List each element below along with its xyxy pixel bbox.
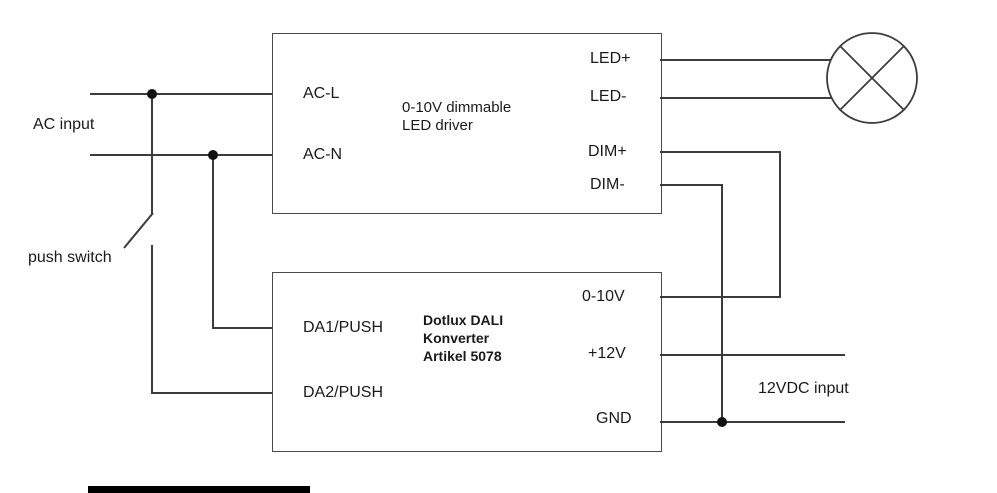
wire-switch-upper [151, 93, 153, 214]
push-switch-icon [123, 212, 154, 249]
converter-title-line1: Dotlux DALI [423, 312, 504, 328]
converter-box-title: Dotlux DALI Konverter Artikel 5078 [423, 311, 503, 366]
driver-box-title: 0-10V dimmable LED driver [402, 99, 511, 135]
terminal-ac-n: AC-N [303, 146, 343, 163]
wire-dim-minus [660, 184, 723, 186]
wire-12v [660, 354, 845, 356]
push-switch-label: push switch [28, 249, 112, 266]
terminal-led-minus: LED- [590, 88, 627, 105]
wire-ac-l [90, 93, 272, 95]
bottom-artifact-bar [88, 486, 310, 493]
wire-da1 [212, 327, 272, 329]
lamp-icon [826, 32, 918, 124]
wire-dimminus-to-gnd [721, 184, 723, 423]
terminal-ac-l: AC-L [303, 85, 340, 102]
junction-dot-ac-n [208, 150, 218, 160]
converter-title-line3: Artikel 5078 [423, 348, 502, 365]
wire-acn-to-da1 [212, 154, 214, 329]
terminal-12v: +12V [588, 345, 626, 362]
wire-ac-n [90, 154, 272, 156]
terminal-gnd: GND [596, 410, 632, 427]
led-driver-box [272, 33, 662, 214]
dali-converter-box [272, 272, 662, 452]
wire-dim-plus [660, 151, 781, 153]
terminal-led-plus: LED+ [590, 50, 631, 67]
wire-da2 [151, 392, 272, 394]
terminal-0-10v: 0-10V [582, 288, 625, 305]
wire-dimplus-to-0-10v [779, 151, 781, 298]
wire-led-plus [660, 59, 831, 61]
wire-led-minus [660, 97, 832, 99]
terminal-da2-push: DA2/PUSH [303, 384, 384, 401]
terminal-dim-minus: DIM- [590, 176, 625, 193]
junction-dot-gnd [717, 417, 727, 427]
driver-title-line1: 0-10V dimmable [402, 99, 512, 116]
driver-title-line2: LED driver [402, 117, 473, 134]
terminal-da1-push: DA1/PUSH [303, 319, 384, 336]
terminal-dim-plus: DIM+ [588, 143, 627, 160]
converter-title-line2: Konverter [423, 330, 490, 347]
ac-input-label: AC input [33, 116, 95, 133]
wire-gnd [660, 421, 845, 423]
12vdc-input-label: 12VDC input [758, 380, 849, 397]
wire-switch-lower [151, 245, 153, 394]
wire-0-10v [660, 296, 780, 298]
junction-dot-ac-l [147, 89, 157, 99]
